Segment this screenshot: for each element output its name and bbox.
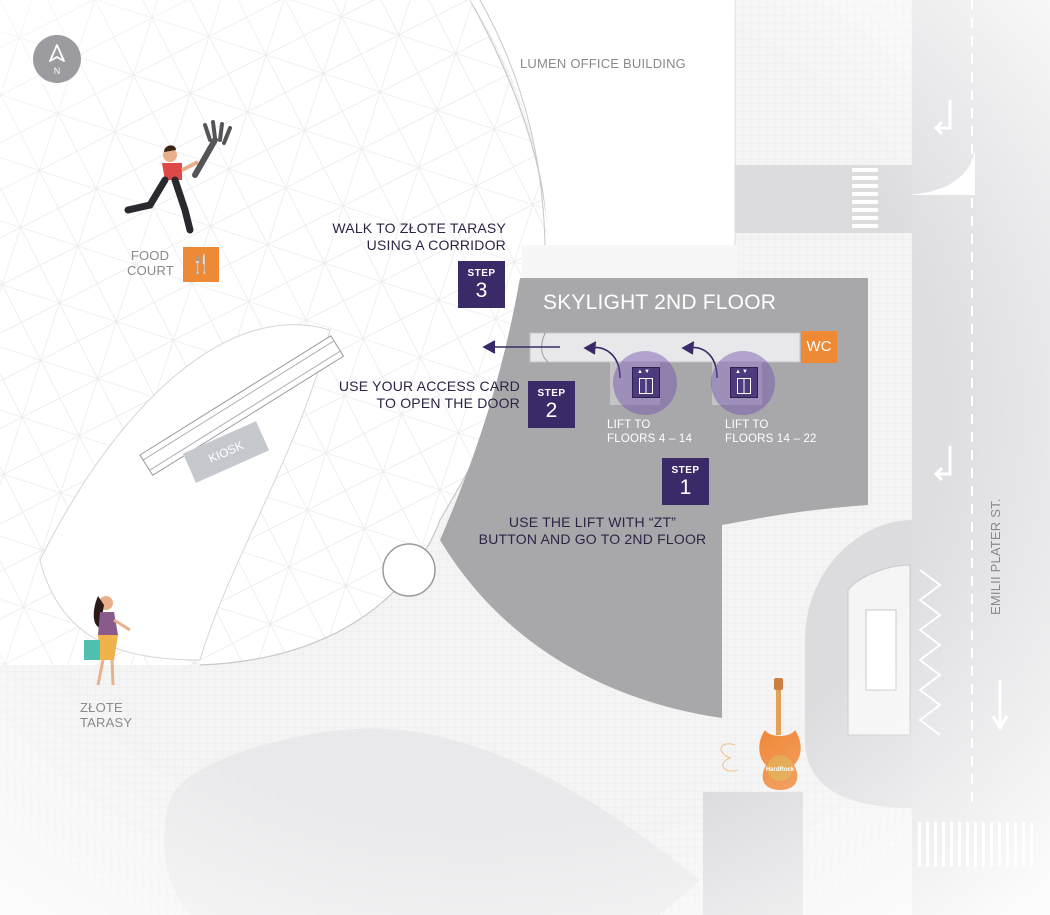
- north-arrow-icon: [49, 44, 65, 62]
- rotunda: [382, 543, 436, 597]
- lift-2[interactable]: [711, 351, 775, 415]
- skylight-floor-label: SKYLIGHT 2ND FLOOR: [543, 291, 777, 314]
- step-1-word: STEP: [671, 465, 700, 476]
- lift-1[interactable]: [613, 351, 677, 415]
- step-1-number: 1: [679, 476, 692, 499]
- step-3-text: WALK TO ZŁOTE TARASY USING A CORRIDOR: [310, 220, 506, 253]
- step-2-text-line1: USE YOUR ACCESS CARD: [338, 378, 520, 394]
- step-3-badge: STEP 3: [458, 261, 505, 308]
- svg-text:HardRock: HardRock: [766, 767, 795, 773]
- street-label-text: EMILII PLATER ST.: [988, 498, 1003, 615]
- elevator-icon: [730, 367, 758, 398]
- zlote-tarasy-label: ZŁOTE TARASY: [80, 700, 132, 731]
- step-1-text: USE THE LIFT WITH “ZT” BUTTON AND GO TO …: [470, 514, 715, 547]
- lumen-building-label: LUMEN OFFICE BUILDING: [520, 56, 686, 71]
- step-2-word: STEP: [537, 388, 566, 399]
- food-court-label-line1: FOOD: [130, 248, 170, 263]
- lift-1-label-line2: FLOORS 4 – 14: [607, 432, 693, 445]
- fork-knife-icon[interactable]: 🍴: [183, 247, 219, 282]
- food-court-label: FOOD COURT: [127, 248, 174, 279]
- step-2-text: USE YOUR ACCESS CARD TO OPEN THE DOOR: [320, 378, 520, 411]
- step-1-text-line2: BUTTON AND GO TO 2ND FLOOR: [478, 530, 707, 547]
- step-2-badge: STEP 2: [528, 381, 575, 428]
- step-3-number: 3: [475, 279, 488, 302]
- street-road: [912, 0, 1050, 915]
- compass-label: N: [53, 66, 61, 76]
- step-3-text-line1: WALK TO ZŁOTE TARASY: [332, 220, 506, 236]
- step-2-text-line2: TO OPEN THE DOOR: [376, 394, 520, 411]
- elevator-icon: [632, 367, 660, 398]
- hard-rock-building: [703, 792, 803, 915]
- step-3-text-line2: USING A CORRIDOR: [366, 236, 506, 253]
- zlote-tarasy-label-line1: ZŁOTE: [80, 700, 123, 715]
- compass[interactable]: N: [33, 35, 81, 83]
- food-court-label-line2: COURT: [127, 263, 174, 279]
- lift-2-label-line2: FLOORS 14 – 22: [725, 432, 817, 445]
- lift-1-label-line1: LIFT TO: [607, 419, 651, 431]
- wc-badge[interactable]: WC: [801, 331, 837, 363]
- step-1-text-line1: USE THE LIFT WITH “ZT”: [508, 514, 677, 530]
- lift-2-label: LIFT TO FLOORS 14 – 22: [725, 419, 817, 446]
- lift-2-label-line1: LIFT TO: [725, 419, 769, 431]
- step-2-number: 2: [545, 399, 558, 422]
- lift-1-label: LIFT TO FLOORS 4 – 14: [607, 419, 692, 446]
- step-1-badge: STEP 1: [662, 458, 709, 505]
- zlote-tarasy-label-line2: TARASY: [80, 715, 133, 731]
- step-3-word: STEP: [467, 268, 496, 279]
